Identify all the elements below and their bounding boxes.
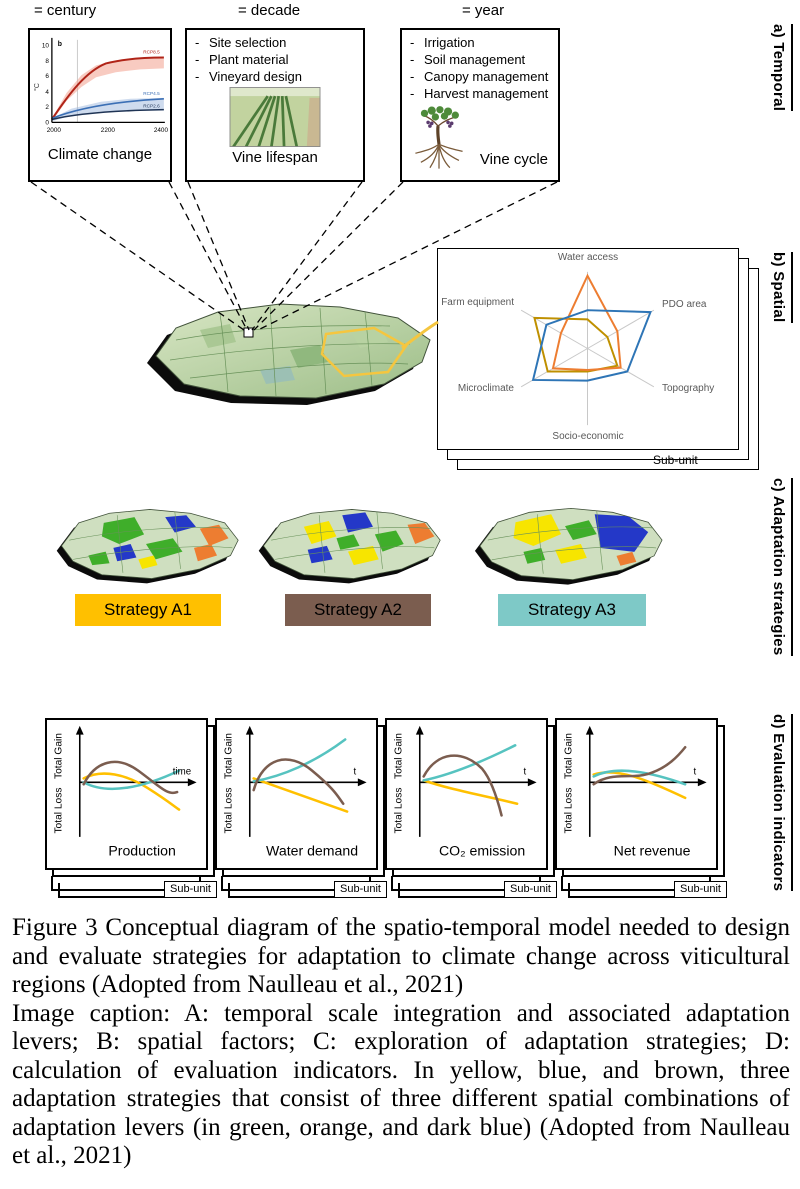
indicator-chart-co2-emission: Total Gain Total Loss t CO₂ emission Sub… — [385, 718, 561, 913]
x-axis-label: t — [694, 767, 697, 778]
y-tick: 8 — [45, 58, 49, 65]
subunit-tag: Sub-unit — [504, 881, 557, 898]
y-tick: 2 — [45, 104, 49, 111]
section-label-spatial: b) Spatial — [770, 252, 793, 323]
list-item-label: Vineyard design — [209, 69, 302, 84]
gain-label: Total Gain — [223, 733, 234, 779]
radar-axis-socio-economic: Socio-economic — [552, 431, 624, 442]
water-demand-chart: Total Gain Total Loss t Water demand — [223, 725, 367, 858]
loss-label: Total Loss — [393, 788, 404, 834]
loss-label: Total Loss — [223, 788, 234, 834]
vine-cycle-list: Irrigation Soil management Canopy manage… — [402, 30, 558, 102]
chart-box: Total Gain Total Loss time Production — [45, 718, 208, 870]
vine-plant-illustration — [415, 106, 463, 169]
x-tick: 2200 — [101, 127, 116, 134]
radar-axis-water-access: Water access — [557, 252, 619, 263]
y-tick: 6 — [45, 73, 49, 80]
caption-figure-text: Figure 3 Conceptual diagram of the spati… — [12, 914, 790, 998]
gain-label: Total Gain — [563, 733, 574, 779]
x-axis-label: time — [173, 767, 191, 778]
gain-label: Total Gain — [53, 733, 64, 779]
list-item: Canopy management — [408, 68, 554, 85]
list-item-label: Harvest management — [424, 86, 549, 101]
list-item: Plant material — [193, 51, 359, 68]
net-revenue-chart: Total Gain Total Loss t Net revenue — [563, 725, 707, 858]
list-item-label: Canopy management — [424, 69, 549, 84]
x-tick: 2000 — [47, 127, 62, 134]
loss-label: Total Loss — [53, 788, 64, 834]
indicator-chart-water-demand: Total Gain Total Loss t Water demand Sub… — [215, 718, 391, 913]
strategy-a3-map — [474, 507, 663, 585]
rcp45-label: RCP4.5 — [143, 91, 160, 96]
x-tick: 2400 — [154, 127, 169, 134]
vine-cycle-title: Vine cycle — [479, 151, 548, 168]
rcp85-label: RCP8.5 — [143, 50, 160, 55]
production-chart: Total Gain Total Loss time Production — [53, 725, 197, 858]
vine-lifespan-box: Site selection Plant material Vineyard d… — [185, 28, 365, 182]
x-axis-label: t — [524, 767, 527, 778]
subunit-tag: Sub-unit — [334, 881, 387, 898]
chart-box: Total Gain Total Loss t CO₂ emission — [385, 718, 548, 870]
vineyard-photo — [229, 87, 321, 147]
radar-chart — [520, 271, 655, 426]
climate-change-title: Climate change — [47, 146, 153, 163]
radar-axis-pdo-area: PDO area — [662, 299, 707, 310]
subunit-tag: Sub-unit — [674, 881, 727, 898]
spatial-radar-panel: Water access PDO area Topography Socio-e… — [437, 248, 763, 474]
chart-box: Total Gain Total Loss t Water demand — [215, 718, 378, 870]
strategy-a1-label: Strategy A1 — [75, 594, 221, 626]
rcp26-label: RCP2.6 — [143, 104, 160, 109]
figure-caption: Figure 3 Conceptual diagram of the spati… — [12, 914, 790, 1171]
list-item: Irrigation — [408, 34, 554, 51]
section-label-strategies: c) Adaptation strategies — [770, 478, 793, 656]
decade-scale-label: = decade — [238, 2, 301, 19]
list-item: Soil management — [408, 51, 554, 68]
climate-change-box: b °C 10 8 6 4 2 0 2000 2200 2400 RCP8.5 … — [28, 28, 172, 182]
chart-title: Water demand — [266, 842, 358, 858]
section-label-temporal: a) Temporal — [770, 24, 793, 112]
list-item: Vineyard design — [193, 68, 359, 85]
radar-axis-farm-equipment: Farm equipment — [441, 297, 514, 308]
chart-title: Production — [108, 842, 175, 858]
strategy-a2-map — [258, 509, 441, 584]
vine-lifespan-list: Site selection Plant material Vineyard d… — [187, 30, 363, 85]
x-axis-label: t — [354, 767, 357, 778]
chart-title: CO₂ emission — [439, 842, 525, 858]
year-scale-label: = year — [462, 2, 505, 19]
chart-title: Net revenue — [614, 842, 691, 858]
indicator-chart-net-revenue: Total Gain Total Loss t Net revenue Sub-… — [555, 718, 731, 913]
strategy-a2-label: Strategy A2 — [285, 594, 431, 626]
radar-axis-microclimate: Microclimate — [457, 383, 514, 394]
region-terrain-map — [147, 303, 431, 405]
indicator-chart-production: Total Gain Total Loss time Production Su… — [45, 718, 221, 913]
gain-label: Total Gain — [393, 733, 404, 779]
radar-axis-topography: Topography — [662, 383, 715, 394]
vine-cycle-box: Irrigation Soil management Canopy manage… — [400, 28, 560, 182]
list-item-label: Plant material — [209, 52, 289, 67]
section-label-indicators: d) Evaluation indicators — [770, 714, 793, 892]
strategy-a3-label: Strategy A3 — [498, 594, 646, 626]
list-item: Harvest management — [408, 85, 554, 102]
vine-lifespan-title: Vine lifespan — [232, 149, 318, 166]
y-tick: 0 — [45, 119, 49, 126]
climate-y-axis-label: °C — [33, 83, 41, 91]
strategy-a1-map — [56, 509, 239, 584]
list-item: Site selection — [193, 34, 359, 51]
map-focus-marker — [243, 327, 254, 338]
list-item-label: Site selection — [209, 35, 287, 50]
loss-label: Total Loss — [563, 788, 574, 834]
co2-emission-chart: Total Gain Total Loss t CO₂ emission — [393, 725, 537, 858]
caption-image-text: Image caption: A: temporal scale integra… — [12, 999, 790, 1170]
radar-sheet: Water access PDO area Topography Socio-e… — [437, 248, 739, 450]
climate-change-chart: b °C 10 8 6 4 2 0 2000 2200 2400 RCP8.5 … — [33, 37, 169, 134]
subunit-tag: Sub-unit — [164, 881, 217, 898]
chart-corner-label: b — [58, 41, 62, 48]
list-item-label: Irrigation — [424, 35, 475, 50]
y-tick: 10 — [42, 43, 50, 50]
chart-box: Total Gain Total Loss t Net revenue — [555, 718, 718, 870]
y-tick: 4 — [45, 89, 49, 96]
century-scale-label: = century — [34, 2, 97, 19]
list-item-label: Soil management — [424, 52, 526, 67]
radar-subunit-label: Sub-unit — [653, 453, 698, 467]
